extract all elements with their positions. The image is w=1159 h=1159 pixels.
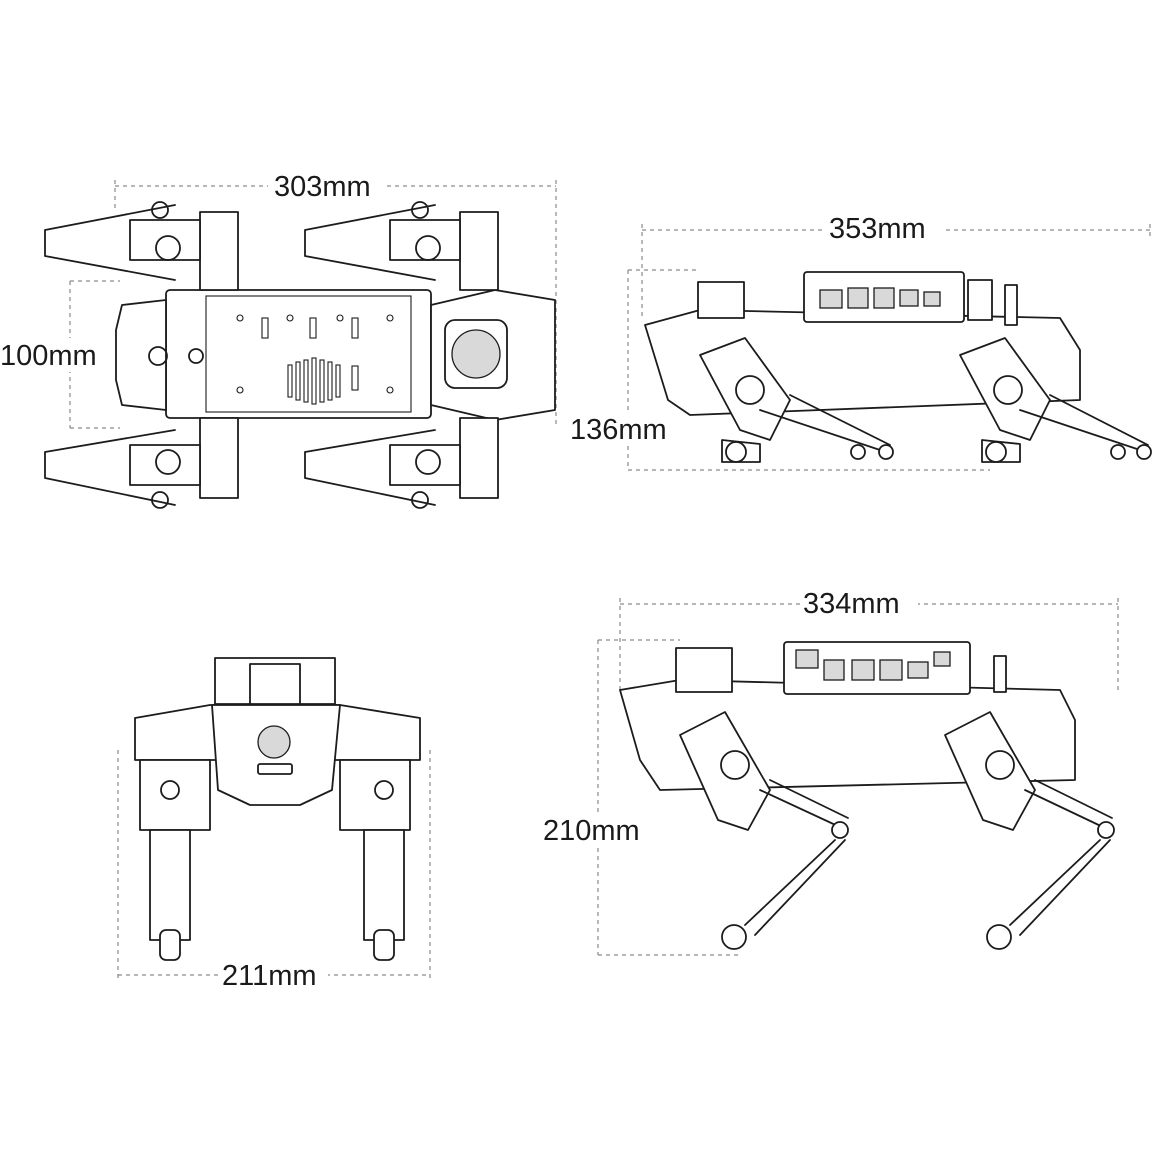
top-mount-holes — [236, 314, 394, 394]
top-length-label: 303mm — [274, 171, 371, 203]
side2-length-label-bg — [800, 586, 918, 618]
side1-rear-leg — [959, 337, 1152, 463]
top-leg-rear-left — [44, 417, 239, 509]
top-width-label: 100mm — [0, 340, 97, 372]
top-rear-cap — [115, 299, 167, 411]
side2-antenna — [993, 655, 1007, 693]
front-width-label-bg — [220, 958, 328, 992]
side1-length-label: 353mm — [829, 213, 926, 245]
top-body-inner — [205, 295, 412, 413]
side1-height-label-bg — [568, 412, 678, 446]
side2-front-leg — [679, 711, 849, 950]
top-leg-front-left — [44, 201, 239, 291]
top-vent-grille — [287, 357, 341, 405]
side2-rear-leg — [944, 711, 1115, 950]
top-width-label-bg — [0, 338, 110, 372]
side2-height-label-bg — [540, 812, 654, 846]
side2-camera-block — [675, 647, 733, 693]
front-camera-lens — [257, 725, 291, 759]
top-rear-port — [148, 346, 168, 366]
front-camera-housing — [249, 663, 301, 705]
front-width-label: 211mm — [222, 960, 317, 992]
side1-board-ports — [819, 287, 941, 309]
front-right-leg — [339, 759, 411, 961]
top-camera-mount — [444, 319, 508, 389]
top-view: 303mm 100mm — [0, 170, 557, 509]
side1-height-label: 136mm — [570, 414, 667, 446]
side1-side-module — [967, 279, 993, 321]
top-camera-lens — [451, 329, 501, 379]
side2-board-ports — [795, 649, 951, 681]
top-rear-knob — [188, 348, 204, 364]
side-view-standing-high: 334mm 210mm — [540, 586, 1119, 956]
top-leg-front-right — [304, 201, 499, 291]
side1-front-leg — [699, 337, 894, 463]
side1-length-label-bg — [825, 212, 943, 244]
front-view: 211mm — [117, 657, 431, 992]
side1-camera-block — [697, 281, 745, 319]
side2-length-label: 334mm — [803, 588, 900, 620]
side-view-standing-low: 353mm 136mm — [568, 212, 1152, 471]
top-length-label-bg — [268, 170, 386, 202]
top-leg-rear-right — [304, 417, 499, 509]
side1-antenna — [1004, 284, 1018, 326]
side2-controller-board — [783, 641, 971, 695]
front-left-leg — [139, 759, 211, 961]
front-sensor-slot — [257, 763, 293, 775]
side2-height-label: 210mm — [543, 815, 640, 847]
